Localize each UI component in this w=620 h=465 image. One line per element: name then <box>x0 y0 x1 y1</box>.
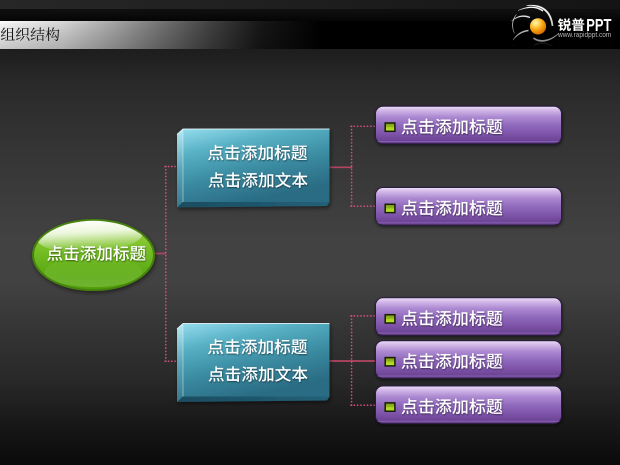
svg-text:www.rapidppt.com: www.rapidppt.com <box>557 30 611 39</box>
svg-text:PPT: PPT <box>586 16 612 35</box>
